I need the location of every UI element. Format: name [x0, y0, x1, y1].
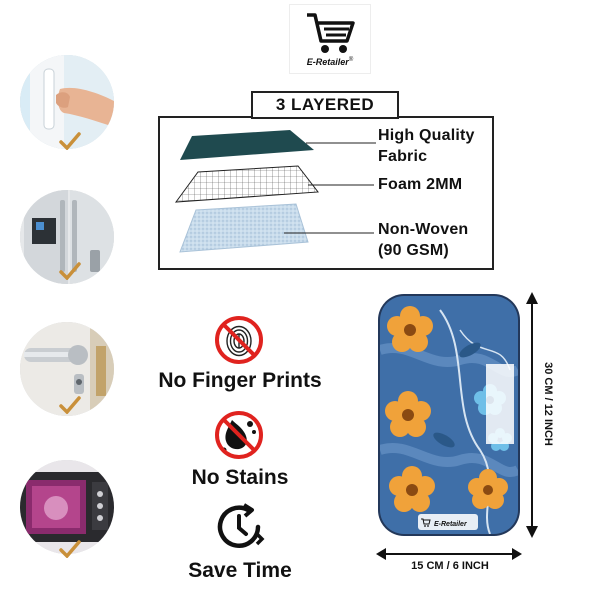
use-door-handle-thumbnail [20, 322, 114, 416]
checkmark-icon [59, 262, 81, 280]
handle-cover-product: E-Retailer [376, 292, 538, 560]
no-stains-icon [215, 411, 263, 459]
save-time-clock-icon [217, 503, 265, 548]
height-label: 30 CM / 12 INCH [542, 362, 554, 446]
checkmark-icon [59, 540, 81, 558]
layer-label-non-woven: Non-Woven (90 GSM) [378, 221, 469, 259]
shopping-cart-icon [307, 13, 355, 53]
layers-illustration [174, 130, 376, 253]
checkmark-icon [59, 132, 81, 150]
fridge-door-handle-icon [20, 55, 114, 149]
tag-cart-icon [421, 518, 431, 527]
microwave-oven-icon [20, 460, 114, 554]
use-refrigerator-thumbnail [20, 190, 114, 284]
feature-save-time: Save Time [188, 559, 292, 582]
refrigerator-handle-icon [20, 190, 114, 284]
layers-title: 3 LAYERED [251, 91, 399, 119]
width-dimension-arrow [376, 548, 522, 560]
use-fridge-door-thumbnail [20, 55, 114, 149]
foam-layer [174, 165, 319, 203]
width-label: 15 CM / 6 INCH [411, 560, 489, 572]
non-woven-layer [179, 203, 309, 253]
brand-name: E-Retailer® [306, 57, 354, 67]
fabric-layer [180, 130, 314, 160]
no-fingerprint-icon [215, 316, 263, 364]
brand-logo: E-Retailer® [289, 4, 371, 74]
checkmark-icon [59, 396, 81, 414]
door-handle-icon [20, 322, 114, 416]
layer-label-fabric: High Quality Fabric [378, 127, 475, 165]
use-microwave-thumbnail [20, 460, 114, 554]
feature-no-stains: No Stains [191, 466, 289, 489]
product-tag-text: E-Retailer [434, 521, 468, 528]
height-dimension-arrow [526, 292, 538, 538]
layer-label-foam: Foam 2MM [378, 176, 463, 193]
feature-no-finger-prints: No Finger Prints [158, 369, 322, 392]
layers-diagram [158, 116, 494, 270]
